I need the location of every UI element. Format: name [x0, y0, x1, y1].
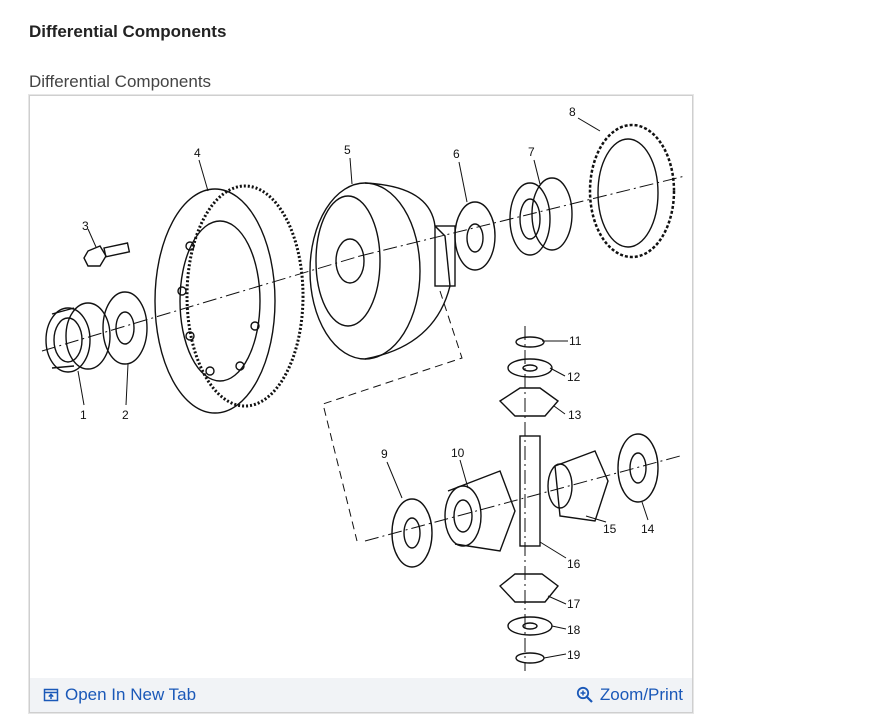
open-in-new-tab-label: Open In New Tab: [65, 685, 197, 704]
callout-5: 5: [344, 143, 351, 157]
open-in-new-tab-link[interactable]: Open In New Tab: [43, 685, 196, 705]
part-9-washer: [391, 498, 433, 568]
open-in-new-tab-icon: [43, 687, 59, 703]
part-13-pinion: [498, 387, 560, 417]
callout-16: 16: [567, 557, 581, 571]
callout-12: 12: [567, 370, 581, 384]
zoom-print-label: Zoom/Print: [599, 685, 683, 704]
part-6-washer: [454, 201, 496, 271]
callout-18: 18: [567, 623, 581, 637]
part-14-washer: [617, 433, 659, 503]
part-16-shaft: [519, 435, 541, 547]
part-3-bolt: [83, 242, 131, 267]
callout-17: 17: [567, 597, 581, 611]
figure-caption: Differential Components: [29, 72, 212, 91]
figure-container: 1 2 3 4 5 6 7 8 9 10 11 12 13 14 15 16 1…: [29, 95, 693, 713]
callout-19: 19: [567, 648, 581, 662]
callout-7: 7: [528, 145, 535, 159]
zoom-print-link[interactable]: Zoom/Print: [576, 685, 683, 705]
callout-13: 13: [568, 408, 582, 422]
part-10-side-gear: [444, 470, 516, 552]
callout-2: 2: [122, 408, 129, 422]
callout-15: 15: [603, 522, 617, 536]
figure-toolbar: Open In New Tab Zoom/Print: [30, 678, 692, 712]
zoom-magnifier-icon: [576, 686, 594, 704]
callout-8: 8: [569, 105, 576, 119]
part-1-bearing: [45, 302, 111, 373]
part-5-case: [309, 182, 456, 360]
callout-14: 14: [641, 522, 655, 536]
callout-6: 6: [453, 147, 460, 161]
callout-4: 4: [194, 146, 201, 160]
callout-3: 3: [82, 219, 89, 233]
callout-10: 10: [451, 446, 465, 460]
callout-11: 11: [569, 334, 582, 348]
part-4-ring-gear: [154, 184, 305, 414]
callout-9: 9: [381, 447, 388, 461]
page-title: Differential Components: [29, 22, 227, 41]
callout-1: 1: [80, 408, 87, 422]
part-2-washer: [102, 291, 148, 365]
exploded-diagram[interactable]: 1 2 3 4 5 6 7 8 9 10 11 12 13 14 15 16 1…: [30, 96, 692, 678]
part-7-bearing: [509, 177, 573, 256]
part-15-side-gear: [547, 450, 609, 522]
part-8-ring: [588, 123, 676, 259]
part-17-pinion: [498, 573, 560, 603]
